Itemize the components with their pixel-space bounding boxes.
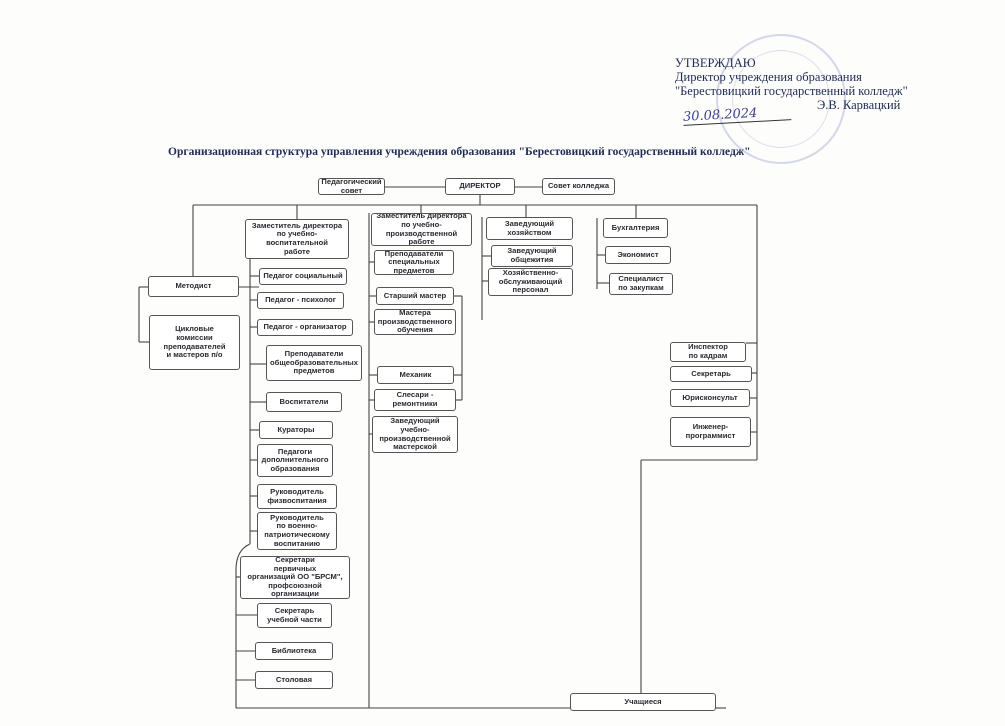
node-library: Библиотека: [255, 642, 333, 660]
node-cycle-commissions: Цикловые комиссии преподавателей и масте…: [149, 315, 240, 370]
node-curators: Кураторы: [259, 421, 333, 439]
node-psychologist: Педагог - психолог: [257, 292, 344, 309]
approval-position: Директор учреждения образования: [675, 70, 862, 84]
node-engineer-programmer: Инженер- программист: [670, 417, 751, 447]
node-deputy-production: Заместитель директора по учебно- произво…: [371, 213, 472, 246]
approval-institution: "Берестовицкий государственный колледж": [675, 84, 908, 98]
node-pedagogical-council: Педагогический совет: [318, 178, 385, 195]
node-senior-master: Старший мастер: [376, 287, 454, 305]
node-mechanic: Механик: [377, 366, 454, 384]
node-secretary-educational: Секретарь учебной части: [257, 603, 332, 628]
node-students: Учащиеся: [570, 693, 716, 711]
node-special-teachers: Преподаватели специальных предметов: [374, 250, 454, 275]
node-military-patriotic-head: Руководитель по военно- патриотическому …: [257, 512, 337, 550]
node-economist: Экономист: [605, 246, 671, 264]
approval-heading: УТВЕРЖДАЮ: [675, 56, 756, 70]
node-college-council: Совет колледжа: [542, 178, 615, 195]
node-pe-head: Руководитель физвоспитания: [257, 484, 337, 509]
node-hr-inspector: Инспектор по кадрам: [670, 342, 746, 362]
node-canteen: Столовая: [255, 671, 333, 689]
node-accounting: Бухгалтерия: [603, 218, 668, 238]
node-additional-education: Педагоги дополнительного образования: [257, 444, 333, 477]
node-educators: Воспитатели: [266, 392, 342, 412]
signature-name: Э.В. Карвацкий: [817, 98, 901, 112]
node-masters-po: Мастера производственного обучения: [374, 309, 456, 335]
node-methodist: Методист: [148, 276, 239, 297]
document-title: Организационная структура управления учр…: [168, 146, 751, 158]
node-procurement: Специалист по закупкам: [609, 273, 673, 295]
official-stamp-seal: [716, 34, 846, 164]
node-dorm-head: Заведующий общежития: [491, 245, 573, 267]
node-legal-counsel: Юрисконсульт: [670, 389, 750, 407]
node-secretaries-organizations: Секретари первичных организаций ОО "БРСМ…: [240, 556, 350, 599]
node-social-pedagogue: Педагог социальный: [259, 268, 347, 285]
node-director: ДИРЕКТОР: [445, 178, 515, 195]
signature-row: Э.В. Карвацкий: [675, 98, 975, 112]
node-service-staff: Хозяйственно- обслуживающий персонал: [488, 268, 573, 296]
node-deputy-educational: Заместитель директора по учебно- воспита…: [245, 219, 349, 259]
node-general-teachers: Преподаватели общеобразовательных предме…: [266, 345, 362, 381]
approval-block: УТВЕРЖДАЮ Директор учреждения образовани…: [675, 56, 975, 126]
node-secretary: Секретарь: [670, 366, 752, 382]
node-organizer: Педагог - организатор: [257, 319, 353, 336]
node-head-household: Заведующий хозяйством: [486, 217, 573, 240]
node-workshop-head: Заведующий учебно- производственной маст…: [372, 416, 458, 453]
node-repair-fitters: Слесари - ремонтники: [374, 389, 456, 411]
